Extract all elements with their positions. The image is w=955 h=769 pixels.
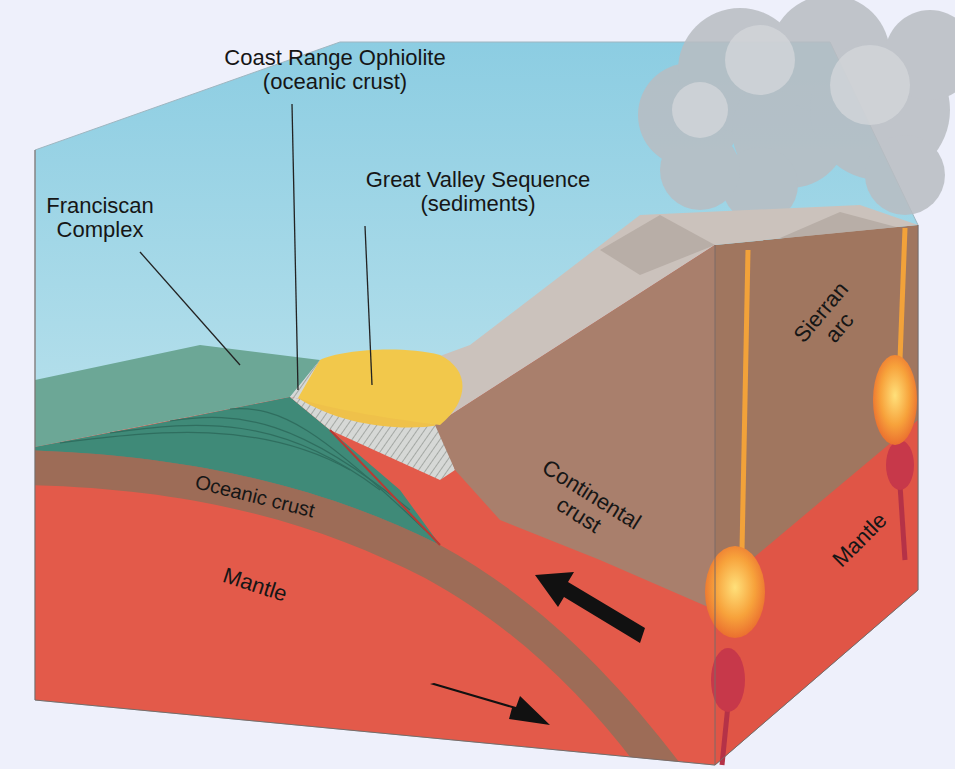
region-label: Great Valley Sequence (sediments) [348,168,608,216]
region-label: Continental crust [513,447,657,562]
smoke-highlight [672,25,910,138]
motion-arrow [430,683,550,725]
fault-line [330,430,440,545]
motion-arrow [535,572,645,643]
continental-crust [435,245,715,610]
region-label: Sierran arc [781,268,879,372]
region-label: Oceanic crust [170,465,340,527]
great-valley-sequence [298,350,463,425]
leader-line [140,104,372,390]
magma [705,228,917,765]
region-label: Franciscan Complex [35,194,165,242]
region-label: Mantle [813,493,908,588]
smoke-plume [638,0,955,223]
franciscan-complex [20,397,440,545]
region-label: Mantle [194,555,316,615]
block-edge [35,150,918,765]
region-label: Coast Range Ophiolite (oceanic crust) [210,46,460,94]
